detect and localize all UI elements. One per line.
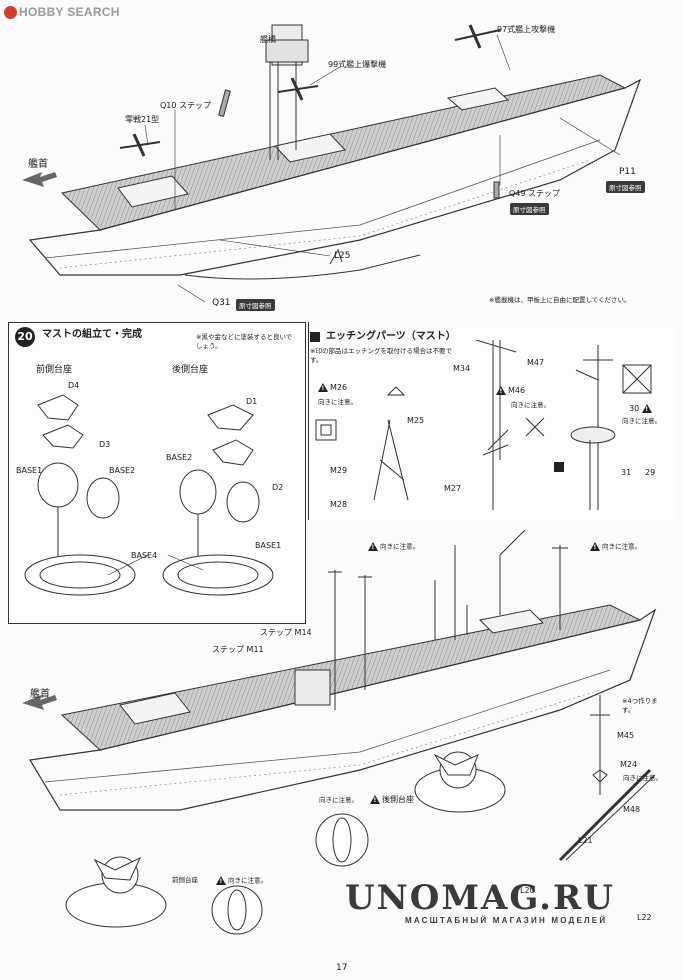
step20-note: ※黒や金などに塗装すると良いでしょう。 [196, 333, 293, 350]
caution-mast-left: 向きに注意。 [368, 542, 419, 552]
carrier-drawing-bottom [22, 529, 657, 935]
step20-title: マストの組立て・完成 [42, 329, 142, 340]
unomag-watermark: UNOMAG.RU МАСШТАБНЫЙ МАГАЗИН МОДЕЛЕЙ [345, 878, 615, 925]
etching-icon [310, 332, 320, 342]
hobby-search-logo: HOBBY SEARCH [4, 4, 120, 20]
label-step-m11: ステップ M11 [212, 645, 264, 654]
caution-m26: 向きに注意。 [318, 398, 357, 406]
label-bow-bottom: 艦首 [30, 689, 50, 700]
label-type99: 99式艦上爆撃機 [328, 60, 387, 69]
label-q49-step: Q49 ステップ [509, 189, 561, 198]
warning-icon [590, 542, 600, 552]
label-m48: M48 [623, 805, 641, 814]
label-m27: M27 [444, 484, 462, 493]
label-rear-base: 後側台座 [370, 795, 414, 805]
watermark-title: UNOMAG.RU [345, 878, 615, 918]
rear-base-title: 後側台座 [172, 365, 209, 375]
label-bow-top: 艦首 [28, 159, 48, 170]
caution-m46: 向きに注意。 [511, 401, 550, 409]
label-q10-step: Q10 ステップ [160, 101, 212, 110]
q49-ref-badge: 原寸図参照 [510, 203, 549, 215]
label-base2-rear: BASE2 [166, 453, 193, 462]
caution-m24: 向きに注意。 [623, 774, 662, 782]
label-29: 29 [645, 468, 656, 477]
label-bridge: 艦橋 [260, 35, 276, 44]
mast-etching-drawing [315, 340, 652, 510]
label-m47: M47 [527, 358, 545, 367]
q31-ref-badge: 原寸図参照 [236, 299, 275, 311]
label-base4: BASE4 [131, 551, 158, 560]
warning-icon [216, 876, 226, 886]
label-m26: M26 [318, 383, 347, 393]
watermark-subtitle: МАСШТАБНЫЙ МАГАЗИН МОДЕЛЕЙ [405, 916, 608, 925]
label-base1-front: BASE1 [16, 466, 43, 475]
label-l21: L21 [578, 836, 593, 845]
label-front-base: 前側台座 [172, 876, 198, 884]
label-base2-front: BASE2 [109, 466, 136, 475]
label-zero: 零戦21型 [125, 115, 160, 124]
warning-icon [370, 795, 380, 805]
label-l22: L22 [637, 913, 652, 922]
label-base1-rear: BASE1 [255, 541, 282, 550]
caution-front-base: 向きに注意。 [216, 876, 267, 886]
p11-ref-badge: 原寸図参照 [606, 181, 645, 193]
zero-plane-icon [119, 133, 161, 157]
carrier-drawing-top [22, 24, 642, 303]
warning-icon [368, 542, 378, 552]
label-m45: M45 [617, 731, 635, 740]
type97-plane-icon [454, 24, 501, 49]
label-step-m14: ステップ M14 [260, 628, 312, 637]
etching-note: ※印の部品はエッチングを取付ける場合は不要です。 [310, 347, 452, 364]
bow-arrow-icon [22, 172, 57, 187]
logo-mark-icon [4, 5, 17, 19]
label-m46: M46 [496, 386, 525, 396]
label-m25: M25 [407, 416, 425, 425]
label-make4: ※4つ作ります。 [622, 697, 658, 714]
etching-title: エッチングパーツ（マスト） [326, 331, 456, 342]
base-assembly-drawing [24, 394, 274, 596]
logo-text: HOBBY SEARCH [19, 5, 120, 19]
bow-arrow-bottom-icon [22, 695, 57, 710]
top-illustration: 艦橋 97式艦上攻撃機 99式艦上爆撃機 Q10 ステップ 零戦21型 艦首 P… [0, 0, 682, 318]
label-m28: M28 [330, 500, 348, 509]
page-number: 17 [336, 963, 348, 973]
label-d1: D1 [246, 397, 258, 406]
label-d3: D3 [99, 440, 111, 449]
warning-icon [496, 386, 506, 396]
label-l20: L20 [520, 886, 535, 895]
caution-mast-right: 向きに注意。 [590, 542, 641, 552]
label-l25: L25 [334, 251, 351, 261]
label-m34: M34 [453, 364, 471, 373]
step-number-badge: 20 [15, 327, 35, 347]
label-m29: M29 [330, 466, 348, 475]
warning-icon [318, 383, 328, 393]
label-m24: M24 [620, 760, 638, 769]
label-d4: D4 [68, 381, 80, 390]
top-note: ※艦載機は、甲板上に自由に配置してください。 [489, 296, 631, 304]
label-30: 30 [629, 404, 654, 414]
label-p11: P11 [619, 167, 636, 177]
label-type97: 97式艦上攻撃機 [497, 25, 556, 34]
front-base-title: 前側台座 [36, 365, 73, 375]
label-d2: D2 [272, 483, 284, 492]
caution-rear-base: 向きに注意。 [319, 796, 358, 804]
warning-icon [641, 404, 652, 414]
label-q31: Q31 [212, 298, 231, 308]
type99-plane-icon [277, 77, 319, 101]
label-31: 31 [621, 468, 632, 477]
caution-30: 向きに注意。 [622, 417, 661, 425]
